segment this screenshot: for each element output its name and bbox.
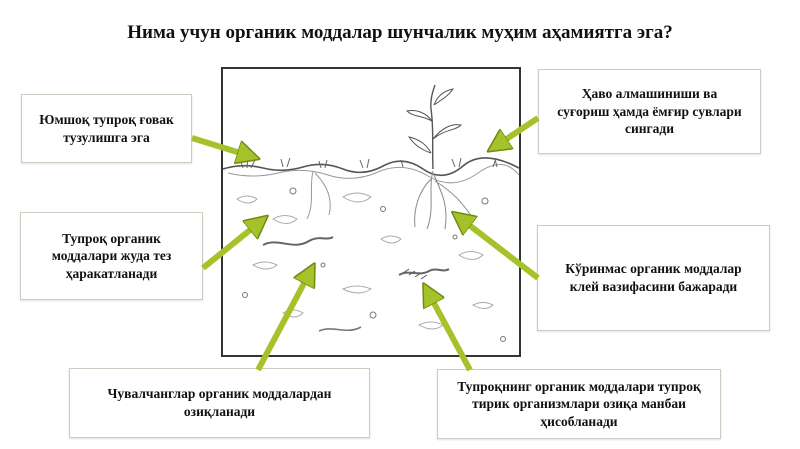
label-line: Тупроқнинг органик моддалари тупроқ — [457, 378, 701, 394]
label-line: суғориш ҳамда ёмғир сувлари — [557, 103, 742, 119]
label-line: Кўринмас органик моддалар — [565, 261, 742, 277]
label-line: Ҳаво алмашиниши ва — [581, 86, 718, 102]
label-line: ҳисобланади — [540, 413, 618, 429]
label-line: Юмшоқ тупроқ ғовак — [39, 111, 174, 127]
label-line: Чувалчанглар органик моддалардан — [107, 386, 332, 402]
arrow-worms — [255, 272, 310, 372]
label-box-worms: Чувалчанглар органик моддалардан озиқлана… — [69, 368, 370, 438]
arrow-invisible-glue — [460, 218, 540, 281]
label-line: тузулишга эга — [63, 129, 150, 145]
label-line: тирик организмлари озиқа манбаи — [472, 396, 686, 412]
label-line: ҳаракатланади — [65, 265, 158, 281]
label-line: Тупроқ органик — [62, 230, 161, 246]
soil-drawing — [222, 84, 520, 342]
label-box-invisible-glue: Кўринмас органик моддалар клей вазифасини… — [537, 225, 770, 331]
arrow-organic-moves — [201, 222, 260, 271]
arrow-air-water — [496, 115, 540, 146]
label-line: озиқланади — [183, 404, 256, 419]
arrow-loose-soil — [191, 135, 250, 156]
diagram-title: Нима учун органик моддалар шунчалик муҳи… — [127, 22, 673, 43]
label-line: клей вазифасини бажаради — [569, 279, 738, 294]
label-box-loose-soil: Юмшоқ тупроқ ғовак тузулишга эга — [21, 94, 192, 163]
arrow-food-source — [428, 292, 473, 372]
label-line: моддалари жуда тез — [51, 248, 172, 264]
label-box-food-source: Тупроқнинг органик моддалари тупроқ тирик… — [437, 369, 721, 439]
label-line: сингади — [624, 121, 675, 137]
